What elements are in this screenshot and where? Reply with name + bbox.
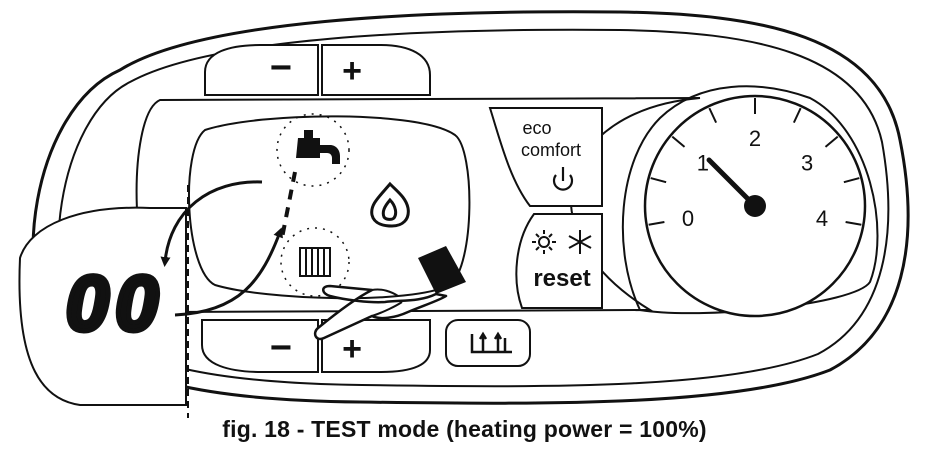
gauge-label-1: 1 (697, 150, 709, 175)
gauge-label-3: 3 (801, 150, 813, 175)
display-zoom-bubble (18, 206, 187, 406)
reset-label: reset (533, 265, 590, 292)
heating-plus-label: + (342, 330, 362, 368)
system-info-icon (470, 331, 512, 354)
gauge-tick (824, 135, 839, 148)
flame-icon (370, 181, 410, 228)
gauge-label-4: 4 (816, 206, 828, 231)
heating-plus-button[interactable] (321, 319, 431, 373)
dhw-minus-label: − (270, 47, 292, 89)
heating-minus-label: − (270, 327, 292, 369)
gauge-hub (744, 195, 766, 217)
gauge-tick (650, 177, 667, 184)
arrow-from-display (174, 227, 283, 317)
display-recess (135, 97, 701, 314)
gauge-tick (648, 220, 665, 226)
eco-comfort-button[interactable]: eco comfort (488, 107, 603, 207)
gauge-tick (845, 220, 862, 226)
arrow-to-display (160, 180, 263, 267)
dhw-plus-label: + (342, 52, 362, 90)
sun-icon (532, 230, 556, 254)
display-value: 00 (66, 259, 165, 347)
dhw-minus-button[interactable] (204, 44, 319, 96)
gauge-label-2: 2 (749, 126, 761, 151)
gauge-label-0: 0 (682, 206, 694, 231)
pointing-hand-icon (313, 246, 466, 341)
gauge-scale-labels: 0 1 2 3 4 (682, 126, 828, 231)
comfort-label: comfort (521, 140, 581, 160)
power-icon (552, 167, 574, 191)
snowflake-icon (568, 230, 592, 254)
gauge-ticks (648, 98, 862, 226)
heating-minus-button[interactable] (201, 319, 319, 373)
radiator-icon (280, 227, 350, 297)
dhw-plus-button[interactable] (321, 44, 431, 96)
flow-dashed-line (280, 171, 297, 239)
gauge-tick (792, 107, 802, 124)
gauge-tick (843, 177, 860, 184)
tap-icon (276, 113, 350, 187)
pressure-gauge: 0 1 2 3 4 (621, 85, 879, 318)
gauge-tick (671, 135, 686, 148)
reset-button[interactable]: reset (515, 213, 603, 309)
eco-label: eco (522, 118, 551, 138)
figure-caption: fig. 18 - TEST mode (heating power = 100… (222, 416, 707, 442)
gauge-tick (708, 107, 718, 124)
system-info-button[interactable] (445, 319, 531, 367)
